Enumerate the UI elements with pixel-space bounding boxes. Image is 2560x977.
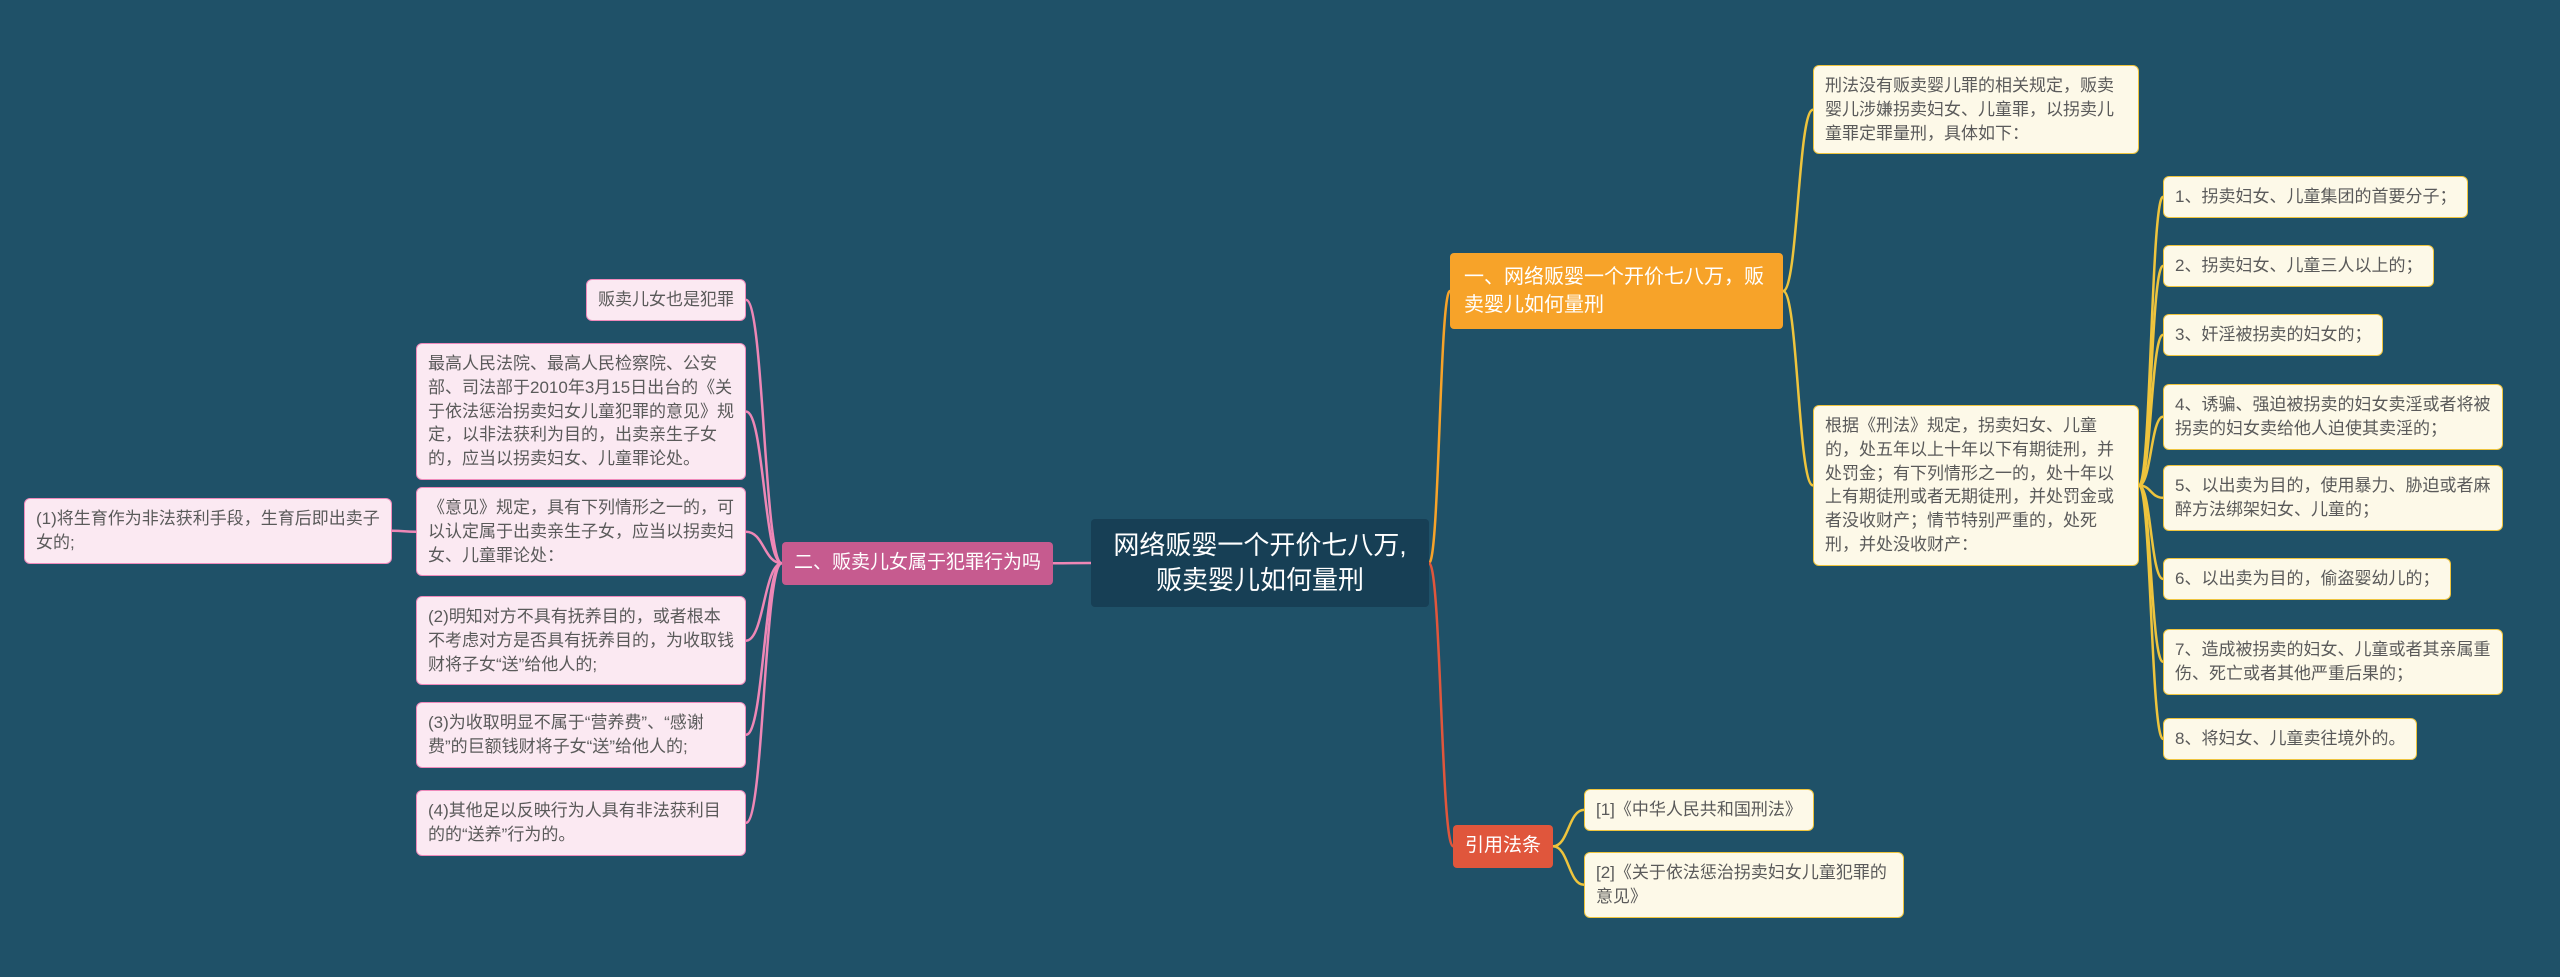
law-item-8[interactable]: 8、将妇女、儿童卖往境外的。	[2163, 718, 2418, 760]
law-item-2[interactable]: 2、拐卖妇女、儿童三人以上的；	[2163, 245, 2435, 287]
note-selling-children-is-crime[interactable]: 贩卖儿女也是犯罪	[586, 279, 746, 321]
note-case-1[interactable]: (1)将生育作为非法获利手段，生育后即出卖子女的;	[24, 498, 392, 564]
note-criminal-law-rule[interactable]: 根据《刑法》规定，拐卖妇女、儿童的，处五年以上十年以下有期徒刑，并处罚金；有下列…	[1813, 405, 2139, 566]
citation-1[interactable]: [1]《中华人民共和国刑法》	[1584, 789, 1814, 831]
note-sentencing-intro[interactable]: 刑法没有贩卖婴儿罪的相关规定，贩卖婴儿涉嫌拐卖妇女、儿童罪，以拐卖儿童罪定罪量刑…	[1813, 65, 2139, 155]
law-item-6[interactable]: 6、以出卖为目的，偷盗婴幼儿的；	[2163, 558, 2452, 600]
central-topic-line2: 贩卖婴儿如何量刑	[1155, 565, 1364, 595]
law-item-5[interactable]: 5、以出卖为目的，使用暴力、胁迫或者麻醉方法绑架妇女、儿童的；	[2163, 465, 2503, 531]
note-case-3[interactable]: (3)为收取明显不属于“营养费”、“感谢费”的巨额钱财将子女“送”给他人的;	[416, 702, 746, 768]
law-item-7[interactable]: 7、造成被拐卖的妇女、儿童或者其亲属重伤、死亡或者其他严重后果的；	[2163, 629, 2503, 695]
branch-crime-question[interactable]: 二、贩卖儿女属于犯罪行为吗	[781, 542, 1053, 585]
note-opinion-rule[interactable]: 《意见》规定，具有下列情形之一的，可以认定属于出卖亲生子女，应当以拐卖妇女、儿童…	[416, 487, 746, 577]
central-topic[interactable]: 网络贩婴一个开价七八万, 贩卖婴儿如何量刑	[1091, 519, 1429, 607]
note-case-4[interactable]: (4)其他足以反映行为人具有非法获利目的的“送养”行为的。	[416, 790, 746, 856]
branch-sentencing[interactable]: 一、网络贩婴一个开价七八万，贩卖婴儿如何量刑	[1450, 253, 1783, 329]
law-item-4[interactable]: 4、诱骗、强迫被拐卖的妇女卖淫或者将被拐卖的妇女卖给他人迫使其卖淫的；	[2163, 384, 2503, 450]
branch-citations[interactable]: 引用法条	[1453, 825, 1554, 868]
note-opinion-source[interactable]: 最高人民法院、最高人民检察院、公安部、司法部于2010年3月15日出台的《关于依…	[416, 343, 746, 480]
citation-2[interactable]: [2]《关于依法惩治拐卖妇女儿童犯罪的意见》	[1584, 852, 1904, 918]
note-case-2[interactable]: (2)明知对方不具有抚养目的，或者根本不考虑对方是否具有抚养目的，为收取钱财将子…	[416, 596, 746, 686]
central-topic-line1: 网络贩婴一个开价七八万,	[1113, 529, 1407, 560]
law-item-1[interactable]: 1、拐卖妇女、儿童集团的首要分子；	[2163, 176, 2469, 218]
law-item-3[interactable]: 3、奸淫被拐卖的妇女的；	[2163, 314, 2384, 356]
